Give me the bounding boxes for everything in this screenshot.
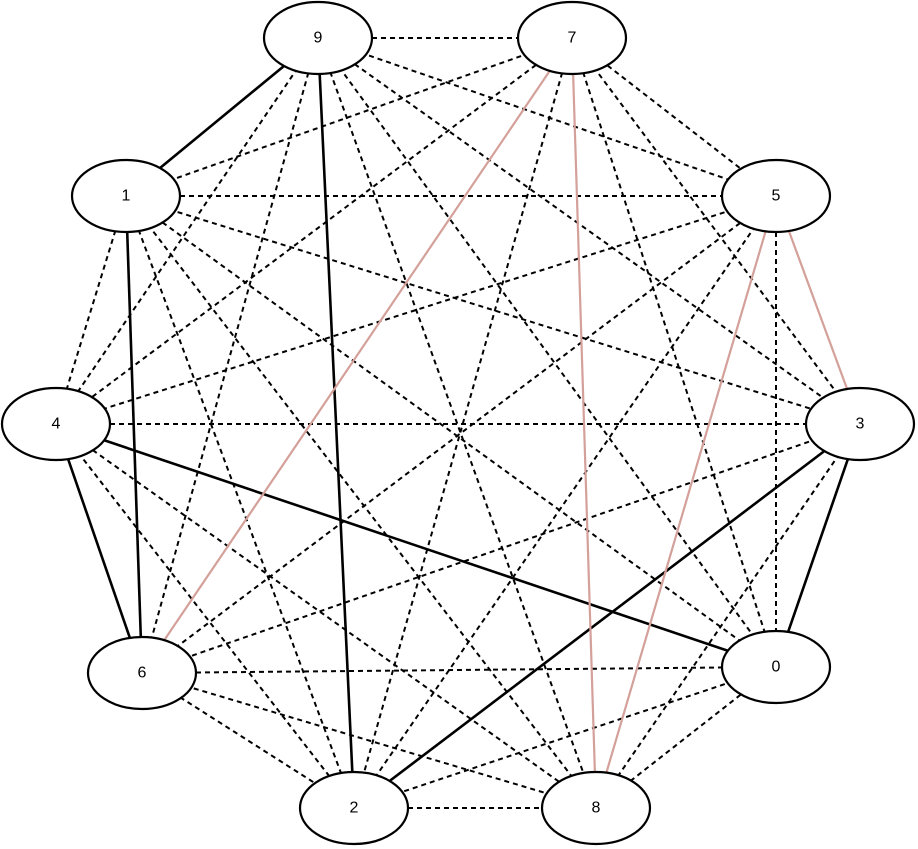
node-0-label: 0	[772, 659, 781, 676]
edge-3-6	[141, 423, 861, 674]
node-2-shape	[298, 770, 410, 846]
node-6-shape	[86, 635, 198, 711]
edge-5-2	[353, 195, 777, 809]
edge-7-6	[141, 37, 573, 674]
edge-0-2	[353, 666, 777, 809]
node-1-label: 1	[122, 188, 131, 205]
node-7-label: 7	[568, 30, 577, 47]
node-7-shape	[516, 0, 628, 76]
node-6: 6	[86, 635, 198, 711]
edge-7-0	[571, 37, 777, 668]
node-5: 5	[720, 158, 832, 234]
node-0: 0	[720, 629, 832, 705]
edge-7-3	[571, 37, 861, 425]
edge-6-0	[141, 666, 777, 674]
node-3-shape	[804, 386, 916, 462]
edge-5-8	[594, 195, 778, 809]
edge-7-1	[125, 37, 573, 197]
edge-5-6	[141, 195, 777, 674]
edge-1-3	[125, 195, 861, 425]
edge-1-4	[55, 195, 127, 425]
node-3-label: 3	[856, 416, 865, 433]
node-4-shape	[0, 386, 112, 462]
node-4-label: 4	[52, 416, 61, 433]
edge-1-8	[125, 195, 597, 809]
node-8-label: 8	[592, 800, 601, 817]
edge-4-8	[55, 423, 597, 809]
edge-7-8	[570, 37, 598, 809]
node-9: 9	[262, 0, 374, 76]
node-8: 8	[540, 770, 652, 846]
edge-1-6	[124, 195, 144, 674]
edges-layer	[54, 36, 862, 810]
node-3: 3	[804, 386, 916, 462]
node-7: 7	[516, 0, 628, 76]
node-2: 2	[298, 770, 410, 846]
edge-9-6	[141, 37, 319, 674]
node-1-shape	[70, 158, 182, 234]
node-5-label: 5	[772, 188, 781, 205]
edge-7-5	[571, 37, 777, 197]
edge-9-3	[317, 37, 861, 425]
edge-1-2	[125, 195, 355, 809]
edge-6-8	[141, 672, 597, 809]
edge-9-0	[317, 37, 777, 668]
node-2-label: 2	[350, 800, 359, 817]
edge-3-8	[595, 423, 861, 809]
edge-4-0	[55, 422, 777, 669]
node-5-shape	[720, 158, 832, 234]
node-1: 1	[70, 158, 182, 234]
node-6-label: 6	[138, 665, 147, 682]
edge-9-2	[316, 37, 356, 809]
node-9-label: 9	[314, 30, 323, 47]
edge-1-0	[125, 195, 777, 668]
node-8-shape	[540, 770, 652, 846]
node-9-shape	[262, 0, 374, 76]
edge-9-4	[55, 37, 319, 425]
node-4: 4	[0, 386, 112, 462]
edge-3-0	[774, 423, 862, 668]
edge-3-2	[353, 422, 861, 810]
edge-5-3	[774, 195, 862, 425]
node-0-shape	[720, 629, 832, 705]
edge-4-2	[55, 423, 355, 809]
edge-4-6	[54, 423, 144, 674]
